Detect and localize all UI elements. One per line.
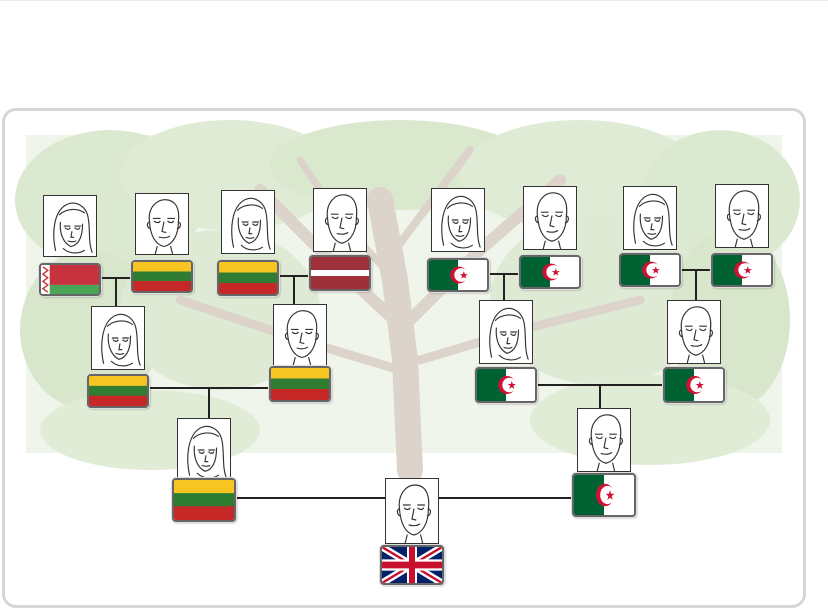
male-face-icon	[313, 188, 367, 252]
algeria-flag-icon	[711, 253, 773, 287]
male-face-icon	[273, 304, 327, 366]
belarus-flag-icon	[39, 263, 101, 296]
male-face-icon	[577, 408, 631, 472]
descent-connector	[503, 274, 505, 300]
male-face-icon	[523, 186, 577, 250]
female-face-icon	[177, 418, 231, 482]
algeria-flag-icon	[427, 258, 489, 292]
female-face-icon	[431, 188, 485, 252]
female-face-icon	[91, 306, 145, 370]
descent-connector	[293, 276, 295, 304]
top-divider	[0, 0, 828, 1]
male-face-icon	[715, 184, 769, 248]
female-face-icon	[623, 186, 677, 250]
lithuania-flag-icon	[87, 374, 149, 408]
descent-connector	[695, 270, 697, 300]
descent-connector	[599, 385, 601, 408]
algeria-flag-icon	[619, 253, 681, 287]
descent-connector	[208, 388, 210, 418]
lithuania-flag-icon	[131, 260, 193, 293]
lithuania-flag-icon	[269, 366, 331, 402]
algeria-flag-icon	[663, 367, 725, 403]
lithuania-flag-icon	[217, 260, 279, 296]
tree-foliage	[15, 120, 800, 470]
female-face-icon	[221, 190, 275, 254]
algeria-flag-icon	[519, 255, 581, 289]
algeria-flag-icon	[572, 473, 636, 517]
latvia-flag-icon	[309, 255, 371, 291]
female-face-icon	[479, 300, 533, 364]
male-face-icon	[135, 193, 189, 255]
male-face-icon	[385, 478, 439, 544]
descent-connector	[115, 278, 117, 306]
united-kingdom-flag-icon	[380, 545, 444, 585]
lithuania-flag-icon	[172, 478, 236, 522]
female-face-icon	[43, 195, 97, 257]
male-face-icon	[667, 300, 721, 364]
algeria-flag-icon	[475, 367, 537, 403]
